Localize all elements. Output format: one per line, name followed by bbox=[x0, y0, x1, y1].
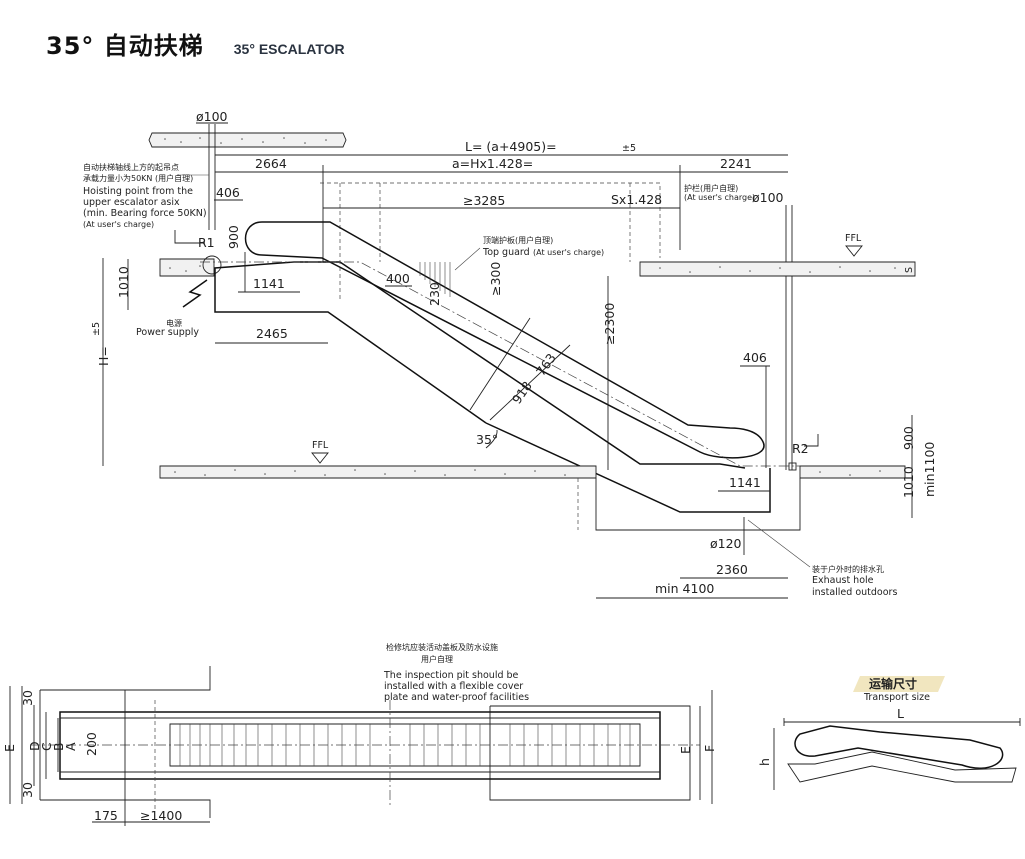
exhaust-en-2: installed outdoors bbox=[812, 587, 897, 598]
dim-length-formula: L= (a+4905)= bbox=[465, 139, 557, 154]
plan-view: 检修坑应装活动盖板及防水设施 用户自理 The inspection pit s… bbox=[2, 642, 717, 826]
dim-400: 400 bbox=[386, 271, 410, 286]
top-guard-charge: (At user's charge) bbox=[533, 248, 604, 257]
ffl-top-label: FFL bbox=[845, 233, 862, 244]
dim-200: 200 bbox=[84, 732, 99, 756]
dim-1141-left: 1141 bbox=[253, 276, 285, 291]
dim-763: 763 bbox=[533, 350, 559, 378]
dim-900-left: 900 bbox=[226, 225, 241, 249]
dim-900-right: 900 bbox=[901, 426, 916, 450]
hoist-note-en-3: (min. Bearing force 50KN) bbox=[83, 208, 207, 219]
pit-note-en-2: installed with a flexible cover bbox=[384, 681, 523, 692]
ffl-bottom-label: FFL bbox=[312, 440, 329, 451]
hoist-note-en-4: (At user's charge) bbox=[83, 220, 154, 229]
transport-label-l: L bbox=[897, 706, 904, 721]
angle-label: 35° bbox=[476, 432, 498, 447]
ceiling-slab bbox=[148, 132, 347, 148]
label-f-right: F bbox=[702, 745, 717, 752]
dim-1010-right: 1010 bbox=[901, 466, 916, 498]
pit-note-cn-2: 用户自理 bbox=[421, 654, 453, 664]
top-guard-hatch bbox=[419, 262, 451, 297]
dim-s-formula: Sx1.428 bbox=[611, 192, 662, 207]
transport-title-en: Transport size bbox=[863, 692, 930, 703]
h-label: H= bbox=[96, 346, 111, 366]
label-d: D bbox=[27, 741, 42, 751]
power-label-en: Power supply bbox=[136, 327, 199, 338]
dim-1141-right: 1141 bbox=[729, 475, 761, 490]
dim-230: 230 bbox=[427, 282, 442, 306]
top-guard-en: Top guard bbox=[482, 247, 530, 258]
pit-note-cn-1: 检修坑应装活动盖板及防水设施 bbox=[386, 642, 498, 652]
label-e-right: E bbox=[678, 746, 693, 754]
dim-dia-100-right: ø100 bbox=[752, 190, 784, 205]
dim-1100-right: min1100 bbox=[922, 442, 937, 497]
r1-label: R1 bbox=[198, 235, 215, 250]
r2-label: R2 bbox=[792, 441, 809, 456]
exhaust-cn: 装于户外时的排水孔 bbox=[812, 564, 884, 574]
label-b: B bbox=[51, 742, 66, 751]
transport-label-h: h bbox=[757, 758, 772, 766]
transport-size: 运输尺寸 Transport size L h bbox=[757, 676, 1021, 790]
dim-2300: ≥2300 bbox=[602, 303, 617, 345]
dim-3285: ≥3285 bbox=[463, 193, 505, 208]
dim-length-tolerance: ±5 bbox=[622, 143, 636, 154]
dim-2360: 2360 bbox=[716, 562, 748, 577]
dim-918: 918 bbox=[509, 378, 535, 406]
dim-30-top: 30 bbox=[20, 690, 35, 706]
railing-label-cn: 护栏(用户自理) bbox=[684, 183, 738, 193]
dim-30-bottom: 30 bbox=[20, 782, 35, 798]
page-header: 35° 自动扶梯 35° ESCALATOR bbox=[46, 26, 345, 60]
pit-note-en-1: The inspection pit should be bbox=[383, 670, 519, 681]
upper-floor-slab bbox=[159, 258, 916, 277]
power-label-cn: 电源 bbox=[166, 318, 182, 328]
hoist-note-en-2: upper escalator asix bbox=[83, 197, 180, 208]
label-a: A bbox=[63, 742, 78, 751]
label-c: C bbox=[39, 742, 54, 751]
dim-406-left: 406 bbox=[216, 185, 240, 200]
s-label: S bbox=[904, 267, 915, 273]
dim-1010-left: 1010 bbox=[116, 266, 131, 298]
h-tolerance: ±5 bbox=[91, 322, 102, 336]
exhaust-en-1: Exhaust hole bbox=[812, 575, 874, 586]
side-elevation: ø100 L= (a+4905)= ±5 2664 a=Hx1.428= 224… bbox=[83, 109, 937, 599]
hoist-note-en-1: Hoisting point from the bbox=[83, 186, 193, 197]
lower-floor-slab bbox=[159, 465, 906, 479]
title-english: 35° ESCALATOR bbox=[233, 41, 345, 57]
transport-title-cn: 运输尺寸 bbox=[869, 676, 917, 691]
dim-175: 175 bbox=[94, 808, 118, 823]
dim-dia-120: ø120 bbox=[710, 536, 742, 551]
pit-note-en-3: plate and water-proof facilities bbox=[384, 692, 529, 703]
hoist-note-cn-1: 自动扶梯轴线上方的起吊点 bbox=[83, 162, 179, 172]
title-chinese: 35° 自动扶梯 bbox=[46, 32, 204, 60]
label-e: E bbox=[2, 744, 17, 752]
dim-2241: 2241 bbox=[720, 156, 752, 171]
dim-1400: ≥1400 bbox=[140, 808, 182, 823]
dim-406-right: 406 bbox=[743, 350, 767, 365]
dim-a-formula: a=Hx1.428= bbox=[452, 156, 533, 171]
dim-4100: min 4100 bbox=[655, 581, 714, 596]
top-guard-cn: 顶端护板(用户自理) bbox=[483, 235, 553, 245]
lower-pit bbox=[577, 478, 801, 531]
railing-label-en: (At user's charge) bbox=[684, 193, 755, 202]
dim-2664: 2664 bbox=[255, 156, 287, 171]
dim-2465: 2465 bbox=[256, 326, 288, 341]
dim-dia-100-top: ø100 bbox=[196, 109, 228, 124]
hoist-note-cn-2: 承载力量小为50KN (用户自理) bbox=[83, 173, 193, 183]
dim-300: ≥300 bbox=[488, 262, 503, 296]
